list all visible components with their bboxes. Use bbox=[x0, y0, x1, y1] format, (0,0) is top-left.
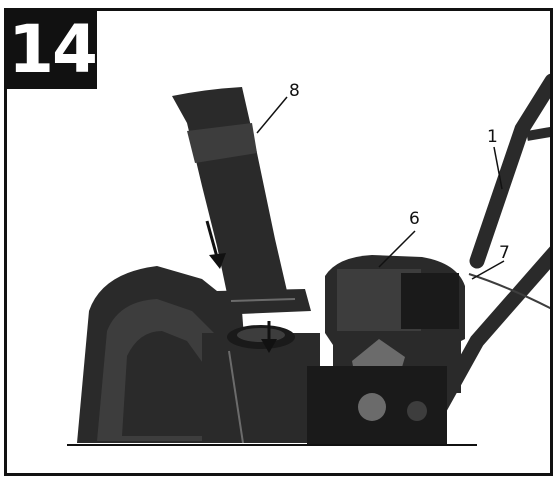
callout-chute-label: 8 bbox=[289, 81, 300, 101]
chute-base bbox=[202, 325, 320, 444]
discharge-chute bbox=[172, 87, 311, 315]
callout-handle-label: 1 bbox=[487, 127, 498, 147]
down-arrow-icon bbox=[261, 321, 277, 353]
figure-frame: 14 bbox=[4, 8, 553, 476]
down-arrow-icon bbox=[205, 220, 226, 269]
engine bbox=[307, 255, 465, 446]
callout-engine-cover-label: 7 bbox=[499, 243, 510, 263]
figure-number: 14 bbox=[7, 11, 98, 89]
snow-blower-assembly-illustration bbox=[67, 73, 550, 446]
callout-leader-lines bbox=[256, 96, 505, 280]
callout-engine-label: 6 bbox=[409, 209, 420, 229]
